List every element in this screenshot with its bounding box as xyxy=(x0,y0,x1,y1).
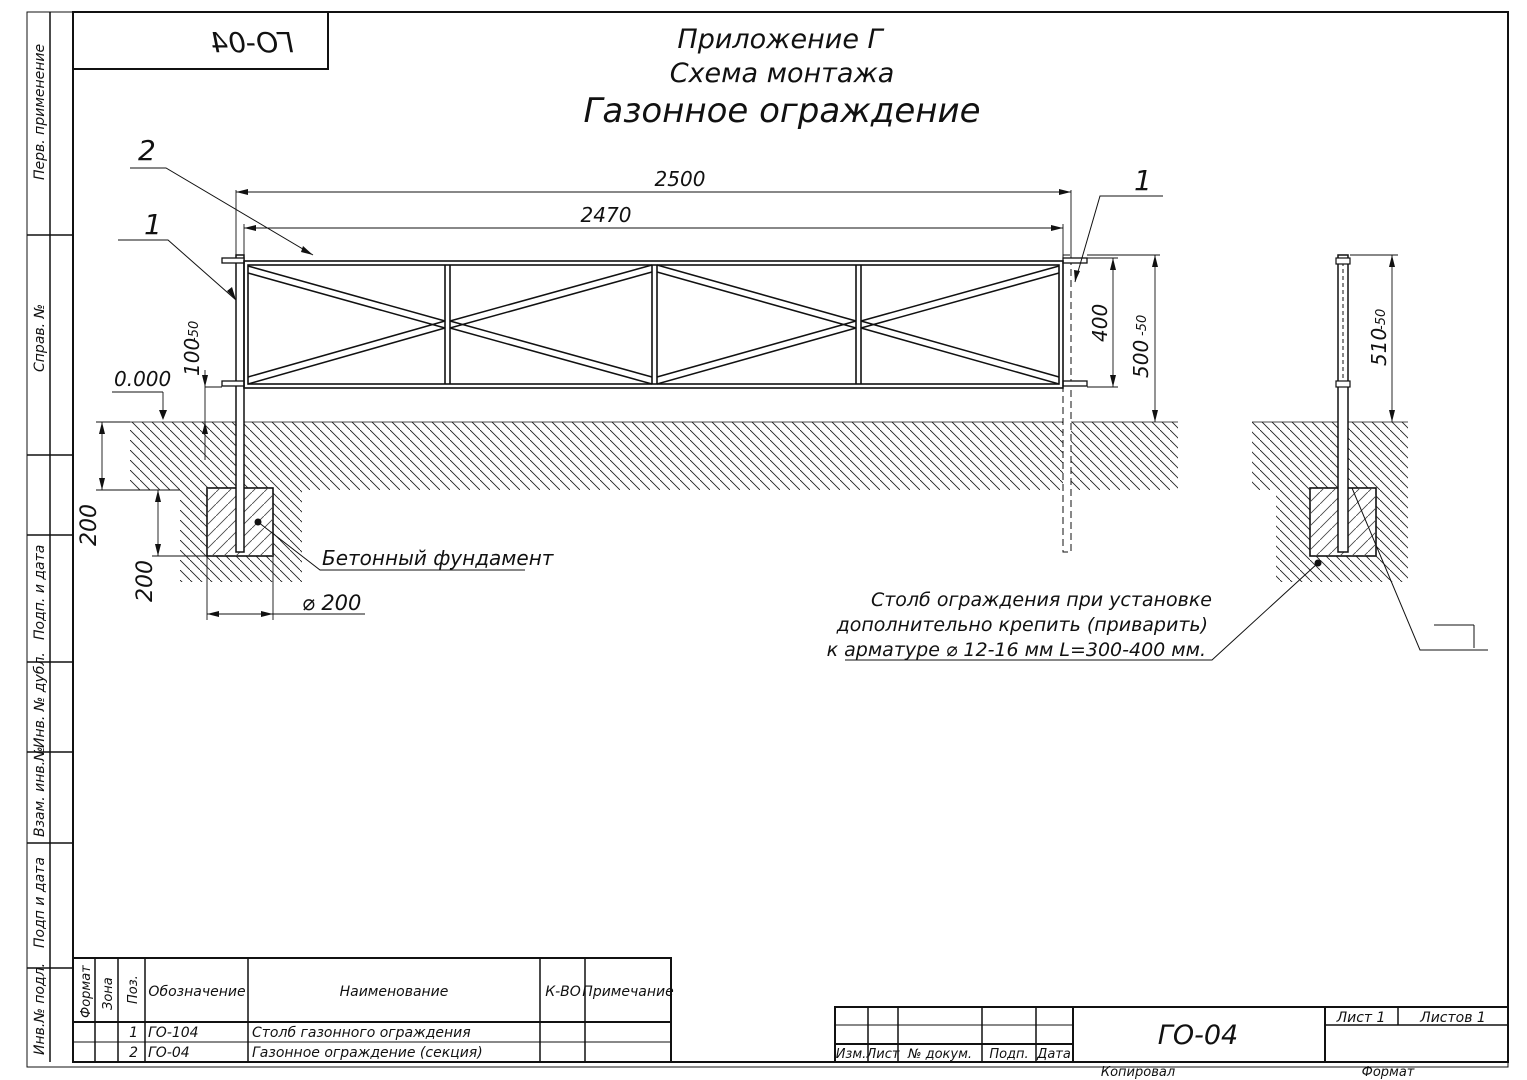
callout-2: 2 xyxy=(138,134,156,167)
dim-100-tol: -50 xyxy=(187,321,202,342)
level-mark: 0.000 xyxy=(114,367,171,391)
stamp-podp-i-data-2: Подп и дата xyxy=(32,857,48,948)
fence-section xyxy=(221,254,1088,553)
post-left xyxy=(235,254,245,553)
col-date: Дата xyxy=(1036,1047,1071,1062)
ground-side xyxy=(1252,421,1408,582)
callout-1-left: 1 xyxy=(144,208,162,241)
sheet-number: Лист 1 xyxy=(1336,1010,1386,1026)
side-view-post xyxy=(1335,254,1351,553)
dim-2470: 2470 xyxy=(581,203,632,227)
th-zone: Зона xyxy=(101,977,116,1010)
stamp-inv-no-podl: Инв.№ подл. xyxy=(32,963,48,1055)
subtitle: Схема монтажа xyxy=(670,58,895,89)
dim-500-tol: -50 xyxy=(1135,315,1150,336)
col-izm: Изм. xyxy=(836,1047,867,1062)
col-sign: Подп. xyxy=(989,1047,1028,1062)
th-note: Примечание xyxy=(582,984,673,1000)
th-pos: Поз. xyxy=(126,975,141,1004)
dimension-lines xyxy=(96,190,1398,620)
dim-500: 500 xyxy=(1129,340,1153,378)
title-code: ГО-04 xyxy=(1158,1020,1238,1051)
dim-510: 510 xyxy=(1367,328,1391,366)
stamp-podp-i-data-1: Подп. и дата xyxy=(32,545,48,640)
row2-name: Газонное ограждение (секция) xyxy=(252,1045,483,1061)
mirrored-code: ГО-04 xyxy=(210,26,293,59)
title-block: ГО-04 Лист 1 Листов 1 Изм. Лист № докум.… xyxy=(834,1006,1509,1080)
row1-pos: 1 xyxy=(129,1025,138,1041)
note-line-3: к арматуре ⌀ 12-16 мм L=300-400 мм. xyxy=(827,639,1206,661)
stamp-sprav-no: Справ. № xyxy=(32,304,48,372)
row2-pos: 2 xyxy=(129,1045,138,1061)
th-format: Формат xyxy=(79,965,94,1018)
inner-frame xyxy=(72,11,1509,1063)
dim-100: 100 xyxy=(180,338,204,376)
code-box xyxy=(72,11,329,70)
side-stamp: Перв. применение Справ. № Подп. и дата И… xyxy=(27,12,73,1062)
leader-arrows xyxy=(227,246,1080,300)
post-right xyxy=(1062,254,1072,553)
dim-510-tol: -50 xyxy=(1374,309,1389,330)
note-line-1: Столб ограждения при установке xyxy=(871,589,1212,611)
note-line-2: дополнительно крепить (приварить) xyxy=(836,614,1208,636)
stamp-inv-no-dubl: Инв. № дубл. xyxy=(32,652,48,748)
dim-2500: 2500 xyxy=(655,167,706,191)
col-doc: № докум. xyxy=(907,1047,972,1062)
appendix-title: Приложение Г xyxy=(677,24,884,55)
dim-400: 400 xyxy=(1088,304,1112,342)
row1-designation: ГО-104 xyxy=(148,1025,199,1041)
th-name: Наименование xyxy=(340,984,449,1000)
col-list: Лист xyxy=(866,1047,900,1062)
th-designation: Обозначение xyxy=(148,984,245,1000)
copied-label: Копировал xyxy=(1101,1065,1175,1080)
dim-200-base: 200 xyxy=(133,560,158,602)
foundation-label: Бетонный фундамент xyxy=(322,546,555,570)
format-label: Формат xyxy=(1362,1065,1415,1080)
dim-diameter: ⌀ 200 xyxy=(302,591,361,615)
ground-main xyxy=(130,421,1178,582)
dim-200-depth: 200 xyxy=(77,504,102,546)
stamp-perv-primenenie: Перв. применение xyxy=(32,44,48,180)
dimension-arrows xyxy=(99,189,1395,617)
row1-name: Столб газонного ограждения xyxy=(252,1025,471,1041)
spec-table: Формат Зона Поз. Обозначение Наименовани… xyxy=(72,957,674,1063)
callout-1-right: 1 xyxy=(1134,164,1152,197)
sheet-count: Листов 1 xyxy=(1419,1010,1486,1026)
row2-designation: ГО-04 xyxy=(148,1045,190,1061)
stamp-vzam-inv-no: Взам. инв.№ xyxy=(32,746,48,837)
leader-lines xyxy=(118,167,1488,661)
th-qty: К-ВО xyxy=(545,984,581,1000)
page-title: Газонное ограждение xyxy=(583,91,980,131)
